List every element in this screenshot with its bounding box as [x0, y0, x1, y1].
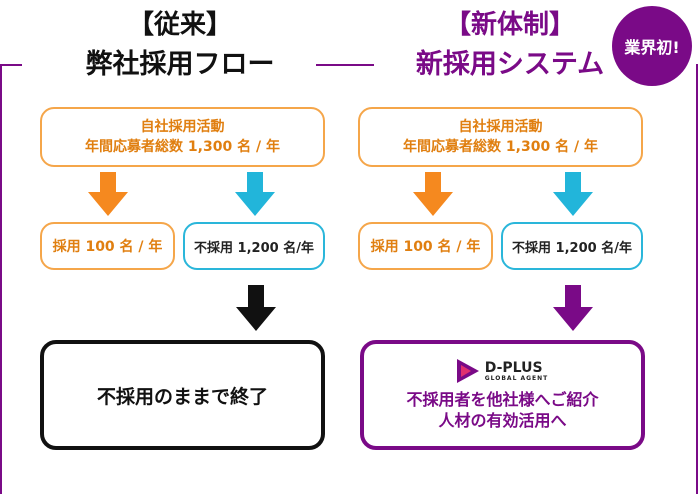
frame-line-left — [0, 64, 2, 494]
arrow-down-orange-icon — [88, 172, 128, 216]
frame-line-top-left — [0, 64, 22, 66]
new-activity-box: 自社採用活動 年間応募者総数 1,300 名 / 年 — [358, 107, 643, 167]
old-rejected-box: 不採用 1,200 名/年 — [183, 222, 325, 270]
old-activity-line1: 自社採用活動 — [140, 119, 225, 135]
new-result-line1: 不採用者を他社様へご紹介 — [406, 390, 599, 409]
old-rejected-label: 不採用 1,200 名/年 — [194, 240, 314, 256]
old-tag: 【従来】 — [127, 10, 232, 40]
logo-name: D-PLUS — [484, 359, 543, 376]
frame-line-right — [696, 64, 698, 494]
new-activity-line1: 自社採用活動 — [458, 119, 543, 135]
old-result-box: 不採用のままで終了 — [40, 340, 325, 450]
new-hired-label: 採用 100 名 / 年 — [370, 239, 481, 255]
d-plus-logo-icon — [456, 359, 479, 383]
industry-first-badge: 業界初! — [612, 6, 692, 86]
old-hired-box: 採用 100 名 / 年 — [40, 222, 175, 270]
new-activity-line2: 年間応募者総数 1,300 名 / 年 — [403, 139, 598, 155]
old-activity-box: 自社採用活動 年間応募者総数 1,300 名 / 年 — [40, 107, 325, 167]
new-result-box: D-PLUS GLOBAL AGENT 不採用者を他社様へご紹介 人材の有効活用… — [360, 340, 645, 450]
old-hired-label: 採用 100 名 / 年 — [52, 239, 163, 255]
logo-sub: GLOBAL AGENT — [484, 374, 549, 382]
arrow-down-purple-icon — [553, 285, 593, 331]
old-result-label: 不採用のままで終了 — [96, 385, 268, 408]
arrow-down-orange-icon — [413, 172, 453, 216]
new-heading: 新採用システム — [415, 49, 605, 80]
arrow-down-cyan-icon — [553, 172, 593, 216]
arrow-down-cyan-icon — [235, 172, 275, 216]
divider-dash — [316, 64, 374, 66]
new-result-line2: 人材の有効活用へ — [438, 411, 567, 430]
arrow-down-black-icon — [236, 285, 276, 331]
new-tag: 【新体制】 — [444, 10, 575, 40]
new-hired-box: 採用 100 名 / 年 — [358, 222, 493, 270]
new-rejected-box: 不採用 1,200 名/年 — [501, 222, 643, 270]
old-heading: 弊社採用フロー — [85, 49, 275, 80]
old-activity-line2: 年間応募者総数 1,300 名 / 年 — [85, 139, 280, 155]
d-plus-logo: D-PLUS GLOBAL AGENT — [456, 359, 549, 383]
new-rejected-label: 不採用 1,200 名/年 — [512, 240, 632, 256]
